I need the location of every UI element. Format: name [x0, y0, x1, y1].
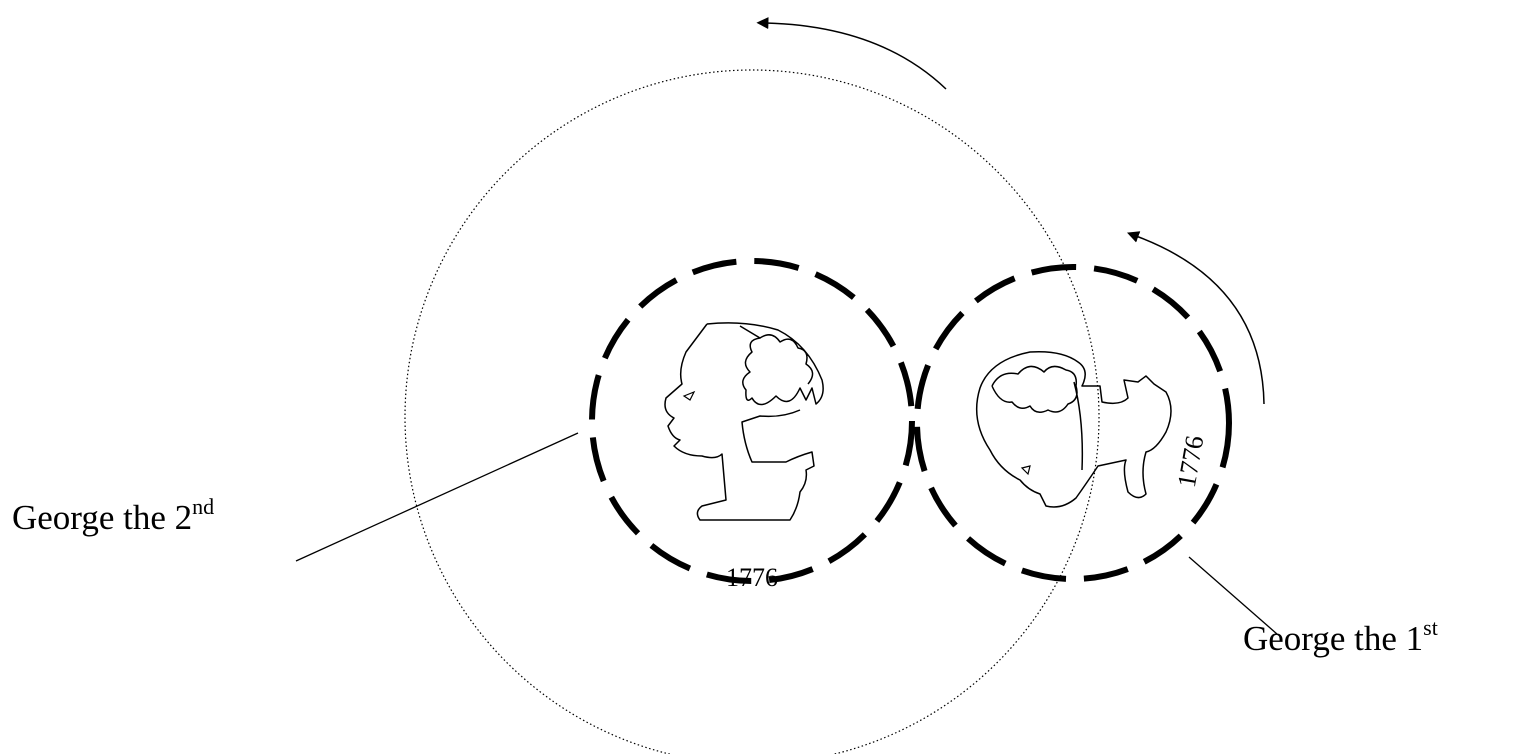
left-coin-eye [682, 390, 696, 401]
orbit-rotation-arrow [756, 17, 947, 90]
george-the-second-label: George the 2nd [12, 496, 214, 537]
right-coin-portrait [975, 350, 1172, 508]
george-the-second-ordinal: nd [192, 494, 215, 519]
george-the-first-name: George the 1 [1243, 619, 1424, 658]
right-coin-eye [1020, 465, 1031, 476]
george-the-second-name: George the 2 [12, 498, 193, 537]
right-coin-date: 1776 [1172, 433, 1210, 489]
coin-spin-arrow [1127, 231, 1265, 405]
george-the-first-ordinal: st [1423, 615, 1438, 640]
left-coin-rim [589, 258, 915, 584]
george-the-first-label: George the 1st [1243, 617, 1438, 658]
left-label-leader-line [295, 432, 579, 562]
left-coin: 1776 [589, 258, 915, 592]
orbit-path-circle [404, 69, 1100, 754]
right-coin: 1776 [914, 264, 1232, 582]
left-coin-date: 1776 [726, 563, 778, 592]
right-coin-rim [914, 264, 1232, 582]
left-coin-portrait [664, 322, 824, 521]
right-label-leader-line [1188, 556, 1278, 635]
